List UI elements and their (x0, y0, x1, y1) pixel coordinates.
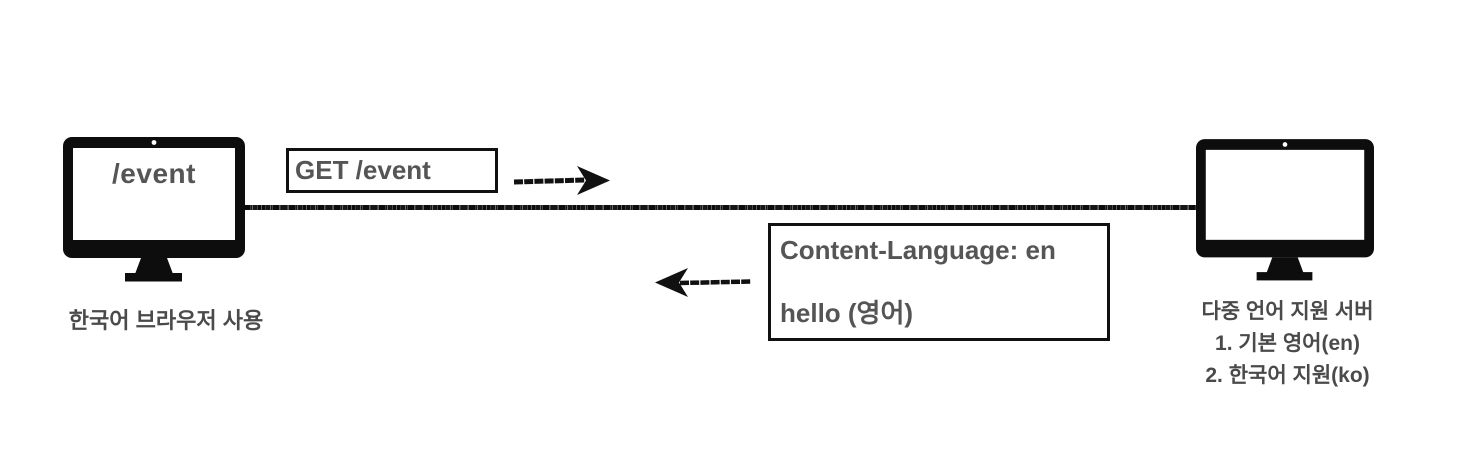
client-caption: 한국어 브라우저 사용 (68, 308, 264, 333)
client-screen-label: /event (112, 158, 196, 189)
response-message-box: Content-Language: en hello (영어) (768, 223, 1110, 341)
server-caption-item-1: 1. 기본 영어(en) (1215, 332, 1360, 355)
request-message-box: GET /event (286, 148, 498, 193)
server-caption-item-2: 2. 한국어 지원(ko) (1205, 364, 1370, 387)
server-caption-title: 다중 언어 지원 서버 (1201, 300, 1374, 323)
server-caption: 다중 언어 지원 서버 1. 기본 영어(en) 2. 한국어 지원(ko) (1160, 296, 1415, 392)
arrow-left-icon (655, 268, 752, 297)
response-body-line: hello (영어) (780, 298, 914, 328)
connection-line-icon (243, 205, 1199, 210)
server-computer-icon (1196, 139, 1374, 281)
client-computer-icon (63, 137, 245, 282)
arrow-right-icon (513, 166, 610, 195)
response-header-line: Content-Language: en (780, 235, 1056, 265)
